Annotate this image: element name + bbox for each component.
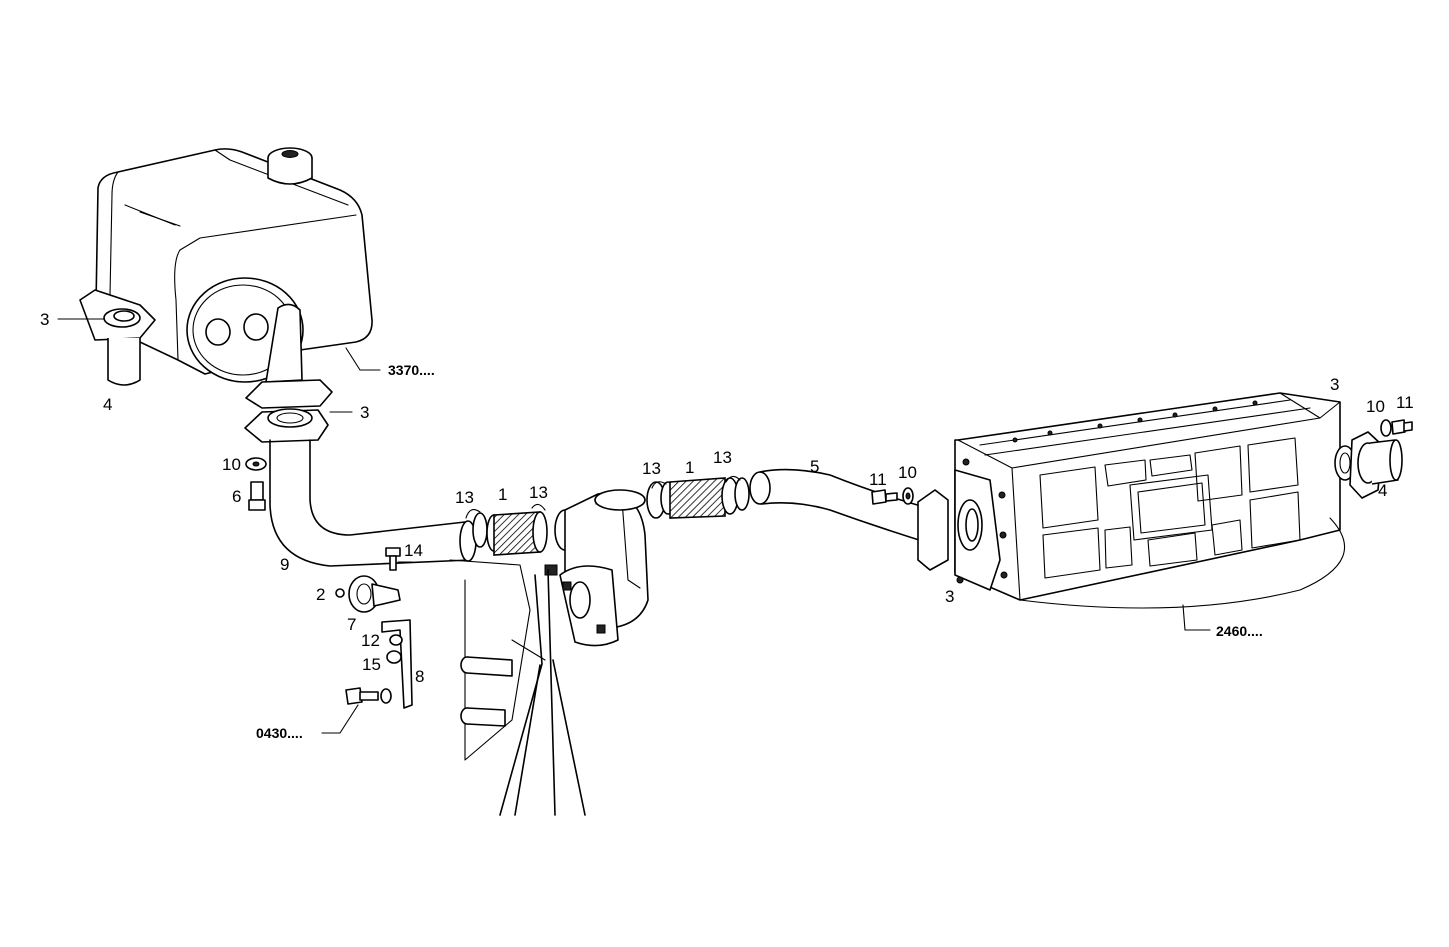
muffler-lower-outlet	[244, 379, 333, 443]
callout-3-lower: 3	[360, 403, 369, 422]
callout-11-right: 11	[1396, 393, 1414, 412]
callout-14: 14	[404, 541, 423, 560]
bolt-0430	[345, 687, 392, 705]
callout-13-c: 13	[642, 459, 661, 478]
clamp-7	[348, 575, 401, 613]
bolt-14	[385, 547, 401, 571]
callout-3-left: 3	[40, 310, 49, 329]
stud-6	[248, 481, 266, 511]
washer-10-mid	[902, 487, 914, 505]
exhaust-pipe-5	[749, 468, 949, 571]
muffler	[95, 147, 373, 383]
callout-3-box: 3	[945, 587, 954, 606]
intake-box	[954, 392, 1346, 609]
washer-10-right	[1380, 419, 1392, 437]
callout-3-right: 3	[1330, 375, 1339, 394]
callout-10-left: 10	[222, 455, 241, 474]
bolt-11-mid	[871, 489, 898, 505]
hose-clamp-13c	[651, 481, 667, 489]
muffler-left-outlet	[79, 289, 156, 386]
nut-2	[335, 588, 345, 598]
callout-15: 15	[362, 655, 381, 674]
callout-9: 9	[280, 555, 289, 574]
callout-13-a: 13	[455, 488, 474, 507]
right-outlet	[1334, 431, 1403, 499]
ref-2460: 2460....	[1216, 623, 1263, 639]
ref-0430: 0430....	[256, 725, 303, 741]
reference-labels: 3370.... 2460.... 0430....	[256, 362, 1263, 741]
bolt-11-right	[1391, 419, 1413, 435]
washer-12	[389, 634, 403, 646]
flex-joint-left	[472, 511, 548, 556]
turbo-elbow	[544, 489, 649, 647]
nut-15	[386, 650, 402, 664]
callout-5: 5	[810, 457, 819, 476]
callout-4-right: 4	[1378, 481, 1387, 500]
exhaust-pipe-9	[269, 439, 477, 567]
bracket-8	[381, 619, 413, 709]
flex-joint-right	[646, 477, 750, 519]
callout-12: 12	[361, 631, 380, 650]
callout-13-d: 13	[713, 448, 732, 467]
callout-2: 2	[316, 585, 325, 604]
callout-1-b: 1	[685, 458, 694, 477]
engine-block	[449, 559, 586, 816]
hose-clamp-13d	[725, 475, 741, 483]
hose-clamp-13b	[531, 503, 546, 511]
callout-8: 8	[415, 667, 424, 686]
callout-10-mid: 10	[898, 463, 917, 482]
callout-13-b: 13	[529, 483, 548, 502]
callout-1-a: 1	[498, 485, 507, 504]
hose-clamp-13a	[465, 509, 481, 519]
ref-3370: 3370....	[388, 362, 435, 378]
washer-10-left	[245, 457, 267, 471]
callout-6: 6	[232, 487, 241, 506]
callouts: 3 4 3 10 6 9 14 2 7 12 15 8 13 1 13 13 1…	[40, 310, 1414, 686]
callout-11-mid: 11	[869, 470, 887, 489]
callout-10-right: 10	[1366, 397, 1385, 416]
callout-7: 7	[347, 615, 356, 634]
callout-4-left: 4	[103, 395, 112, 414]
leader-lines	[57, 318, 1211, 734]
